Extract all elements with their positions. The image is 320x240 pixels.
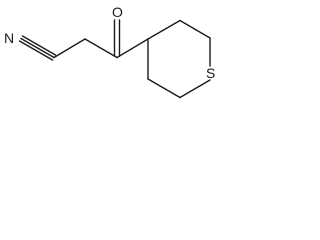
oxygen-atom-label: O (112, 4, 123, 20)
methylene-to-carbonyl-bond (84, 38, 118, 59)
nitrogen-atom-label: N (4, 30, 14, 46)
nitrile-triple-bond-line-2 (21, 35, 57, 56)
nitrile-triple-bond-line-3 (18, 40, 54, 61)
sulfur-atom-label: S (206, 65, 215, 81)
molecule-diagram: N O S (4, 4, 215, 99)
ring-bond-c3-c2 (179, 19, 211, 39)
nitrile-to-methylene-bond (53, 38, 86, 59)
structure-canvas: N O S (0, 0, 224, 134)
ring-bond-c6-c5 (147, 78, 181, 99)
ring-bond-c4-c3 (147, 19, 181, 40)
nitrile-triple-bond-line-1 (20, 37, 55, 59)
carbonyl-to-ring-bond (116, 38, 149, 59)
ring-bond-s-c6 (179, 79, 211, 99)
